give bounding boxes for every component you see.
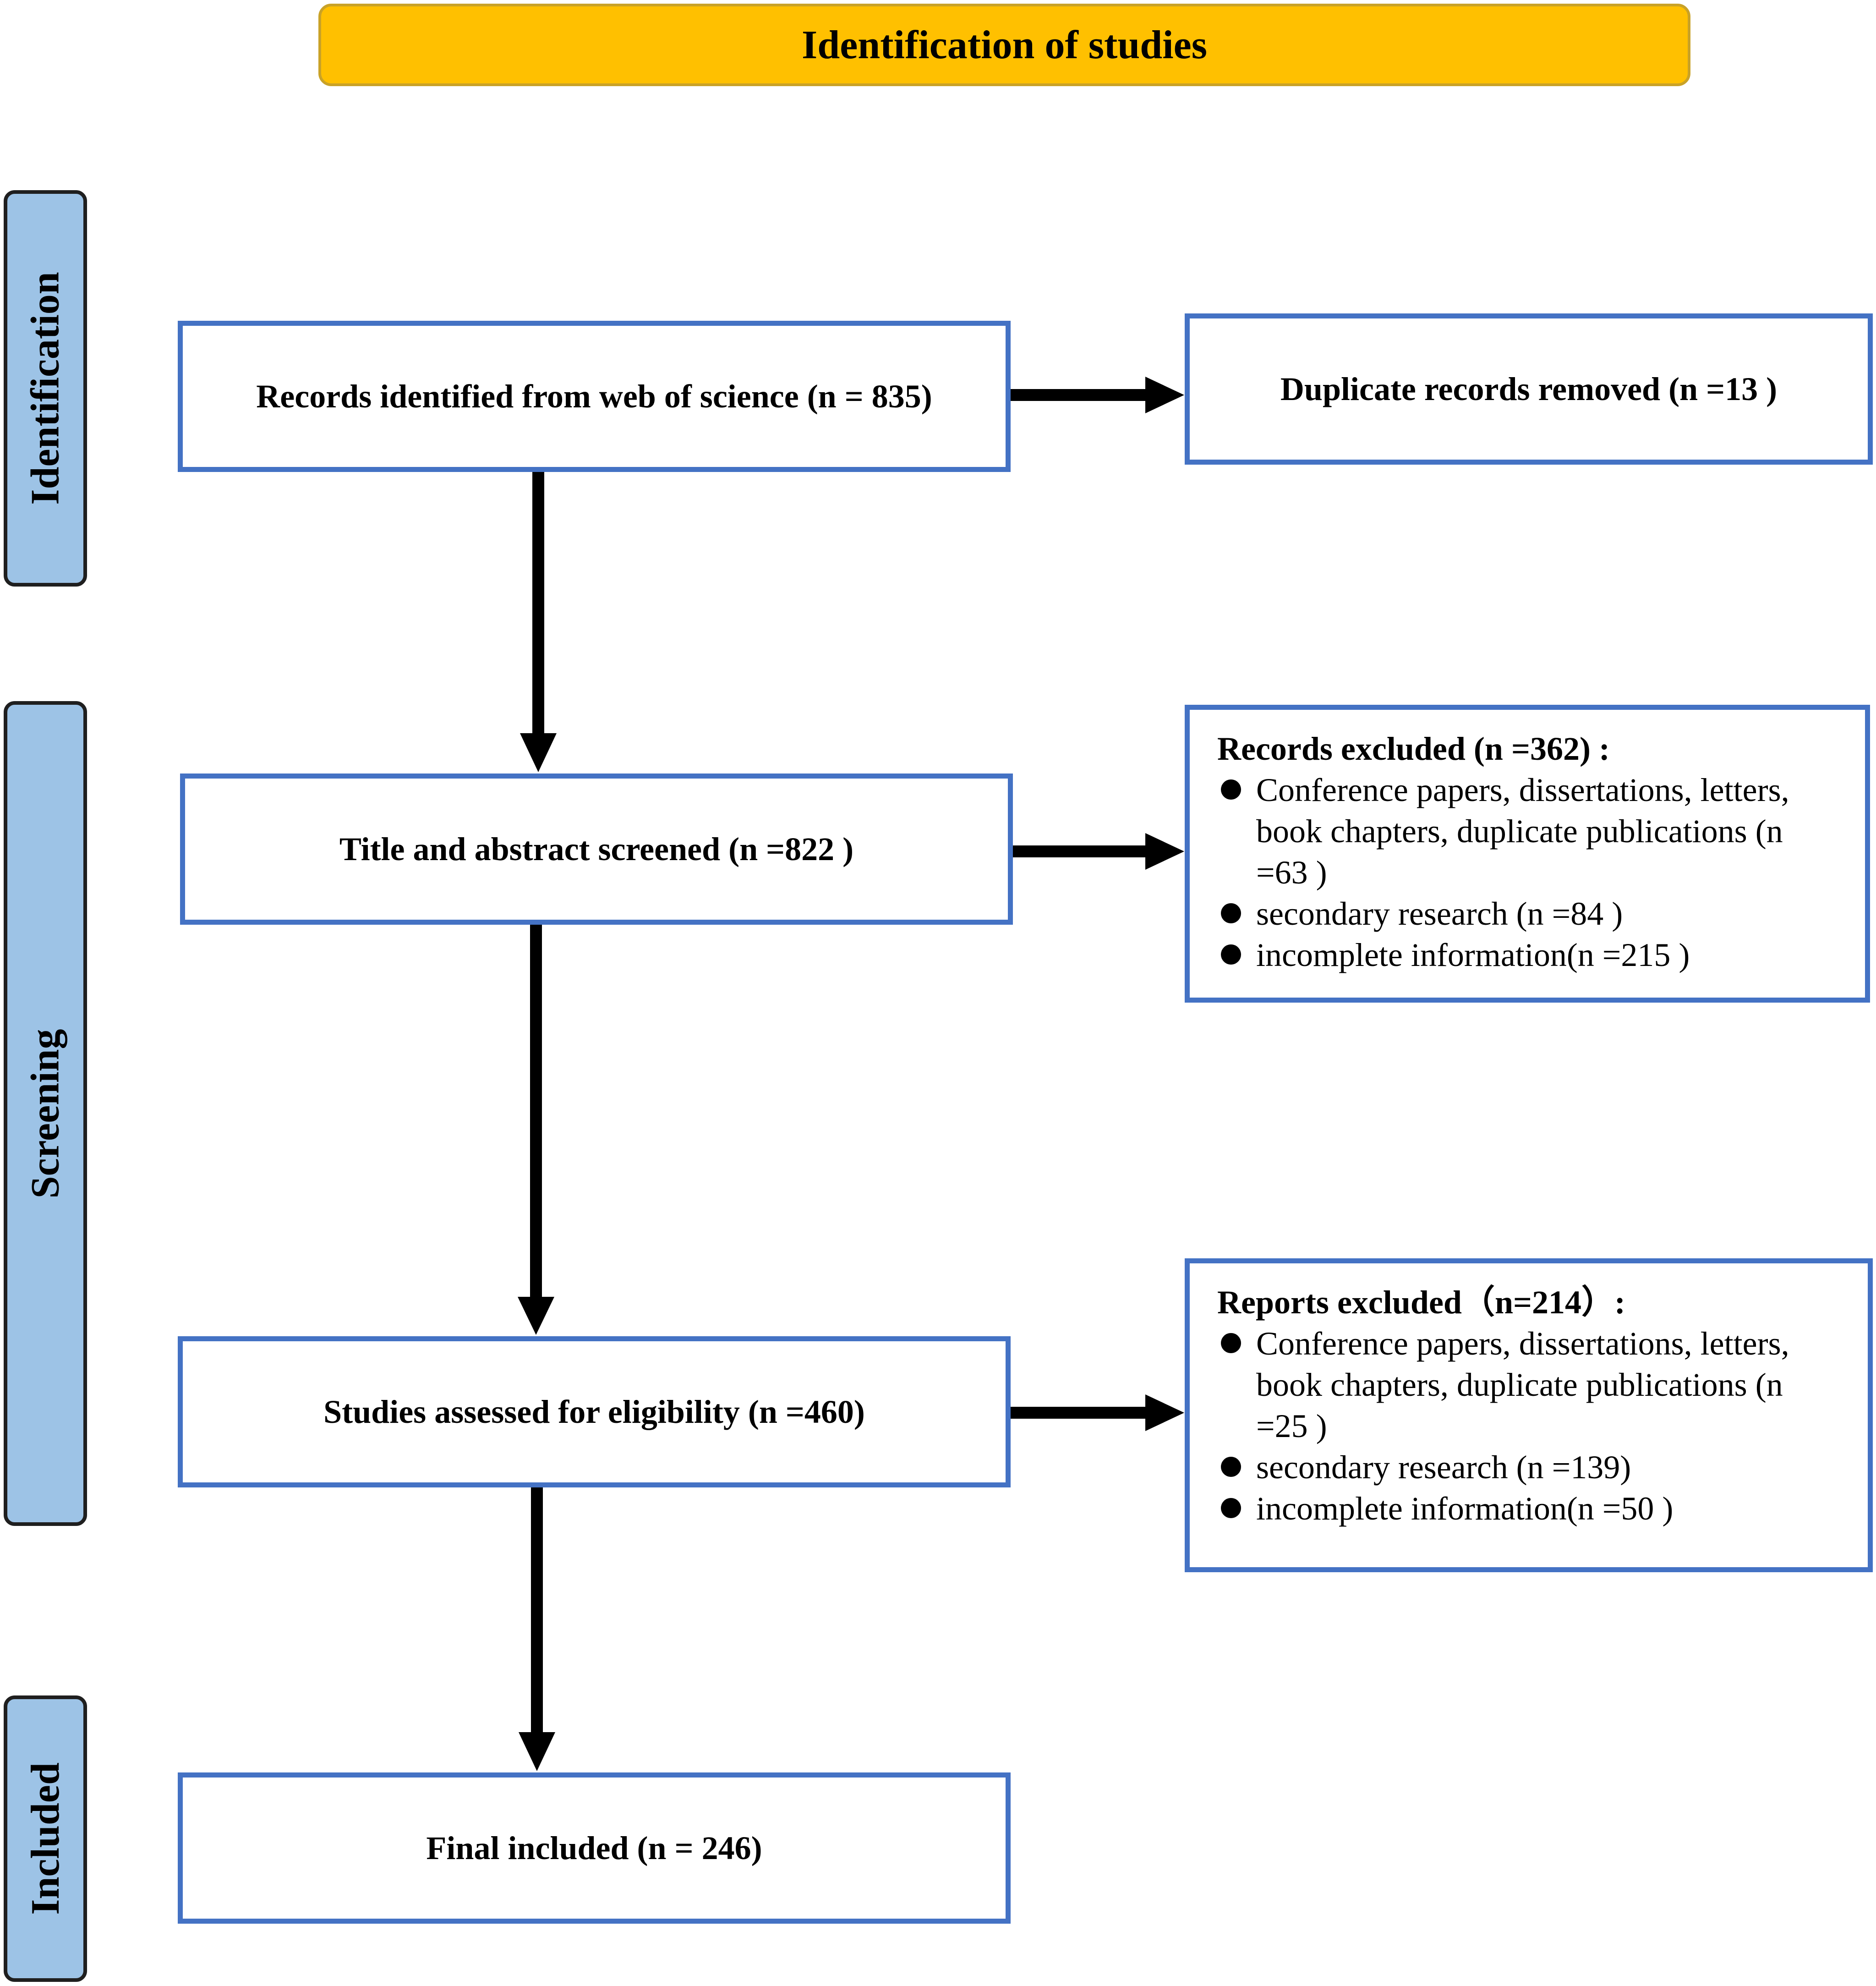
- records-excluded-title: Records excluded (n =362) :: [1217, 730, 1610, 767]
- list-item: secondary research (n =139): [1217, 1447, 1840, 1488]
- reports-excluded-list: Conference papers, dissertations, letter…: [1217, 1323, 1840, 1529]
- bullet-icon: [1221, 1498, 1241, 1518]
- records-identified-box: Records identified from web of science (…: [178, 321, 1011, 472]
- bullet-icon: [1221, 903, 1241, 923]
- studies-assessed-box: Studies assessed for eligibility (n =460…: [178, 1336, 1011, 1487]
- list-item: incomplete information(n =50 ): [1217, 1488, 1840, 1529]
- final-included-text: Final included (n = 246): [426, 1829, 762, 1866]
- phase-label-identification: Identification: [4, 190, 87, 587]
- reports-excluded-title: Reports excluded（n=214）:: [1217, 1284, 1625, 1321]
- phase-label-screening: Screening: [4, 701, 87, 1526]
- phase-label-included: Included: [4, 1695, 87, 1982]
- bullet-icon: [1221, 779, 1241, 800]
- studies-assessed-text: Studies assessed for eligibility (n =460…: [323, 1393, 865, 1430]
- list-item-label: Conference papers, dissertations, letter…: [1256, 772, 1789, 891]
- records-excluded-list: Conference papers, dissertations, letter…: [1217, 769, 1838, 976]
- title-abstract-screened-text: Title and abstract screened (n =822 ): [339, 830, 854, 867]
- arrowhead-down-3: [519, 1732, 555, 1771]
- bullet-icon: [1221, 944, 1241, 965]
- list-item-label: Conference papers, dissertations, letter…: [1256, 1325, 1789, 1444]
- list-item-label: incomplete information(n =215 ): [1256, 937, 1690, 973]
- list-item: secondary research (n =84 ): [1217, 893, 1838, 934]
- page-title-banner: Identification of studies: [318, 4, 1690, 86]
- bullet-icon: [1221, 1333, 1241, 1353]
- bullet-icon: [1221, 1457, 1241, 1477]
- arrowhead-right-1: [1145, 377, 1184, 413]
- list-item: Conference papers, dissertations, letter…: [1217, 769, 1838, 893]
- arrowhead-right-3: [1145, 1394, 1184, 1431]
- list-item-label: secondary research (n =84 ): [1256, 895, 1623, 932]
- arrowhead-down-2: [518, 1297, 554, 1335]
- reports-excluded-box: Reports excluded（n=214）: Conference pape…: [1185, 1258, 1873, 1572]
- final-included-box: Final included (n = 246): [178, 1772, 1011, 1924]
- title-abstract-screened-box: Title and abstract screened (n =822 ): [180, 774, 1013, 925]
- list-item-label: secondary research (n =139): [1256, 1449, 1631, 1486]
- records-excluded-box: Records excluded (n =362) : Conference p…: [1185, 705, 1870, 1003]
- records-identified-text: Records identified from web of science (…: [256, 378, 932, 415]
- arrowhead-down-1: [520, 733, 557, 772]
- page-title: Identification of studies: [802, 22, 1207, 67]
- duplicates-removed-text: Duplicate records removed (n =13 ): [1280, 370, 1778, 407]
- arrowhead-right-2: [1145, 833, 1184, 870]
- duplicates-removed-box: Duplicate records removed (n =13 ): [1185, 313, 1873, 465]
- list-item-label: incomplete information(n =50 ): [1256, 1490, 1674, 1527]
- list-item: incomplete information(n =215 ): [1217, 934, 1838, 976]
- list-item: Conference papers, dissertations, letter…: [1217, 1323, 1840, 1447]
